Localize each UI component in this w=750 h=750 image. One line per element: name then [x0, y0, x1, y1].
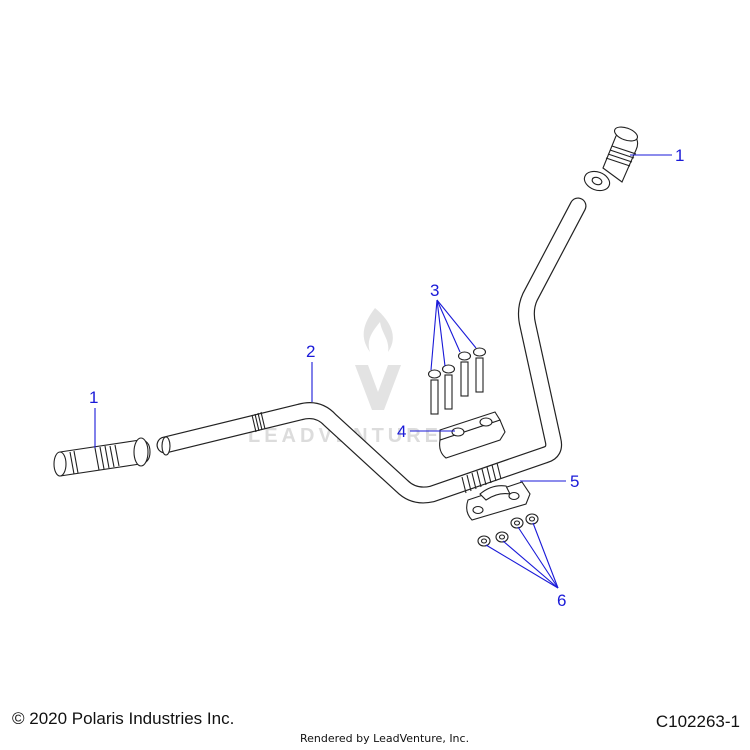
watermark-flame-icon — [363, 308, 393, 352]
callout-handlebar: 2 — [306, 342, 315, 361]
callout-clamp-upper: 4 — [397, 422, 406, 441]
bolts — [427, 347, 487, 415]
nut — [477, 535, 491, 547]
callout-bolts: 3 — [430, 281, 439, 300]
nut — [510, 517, 524, 529]
copyright-text: © 2020 Polaris Industries Inc. — [12, 709, 235, 728]
rendered-by-text: Rendered by LeadVenture, Inc. — [300, 732, 470, 745]
handlebar-knurl-left — [251, 411, 266, 433]
nut — [525, 513, 539, 525]
nuts — [477, 513, 539, 547]
callout-grip-right: 1 — [675, 146, 684, 165]
handlebar-knurl-center — [461, 462, 502, 494]
leader-lines — [94, 154, 672, 589]
grip-right — [583, 126, 639, 192]
grip-left — [53, 437, 151, 477]
clamp-upper — [439, 411, 506, 459]
callout-clamp-lower: 5 — [570, 472, 579, 491]
bolt — [472, 347, 487, 393]
handlebar — [156, 197, 587, 504]
callout-grip-left: 1 — [89, 388, 98, 407]
bolt — [441, 364, 456, 410]
clamp-lower — [466, 481, 531, 521]
bolt — [457, 351, 472, 397]
bolt — [427, 369, 442, 415]
diagram-id: C102263-1 — [655, 712, 740, 731]
watermark-v-icon — [355, 365, 401, 410]
callout-nuts: 6 — [557, 591, 566, 610]
nut — [495, 531, 509, 543]
